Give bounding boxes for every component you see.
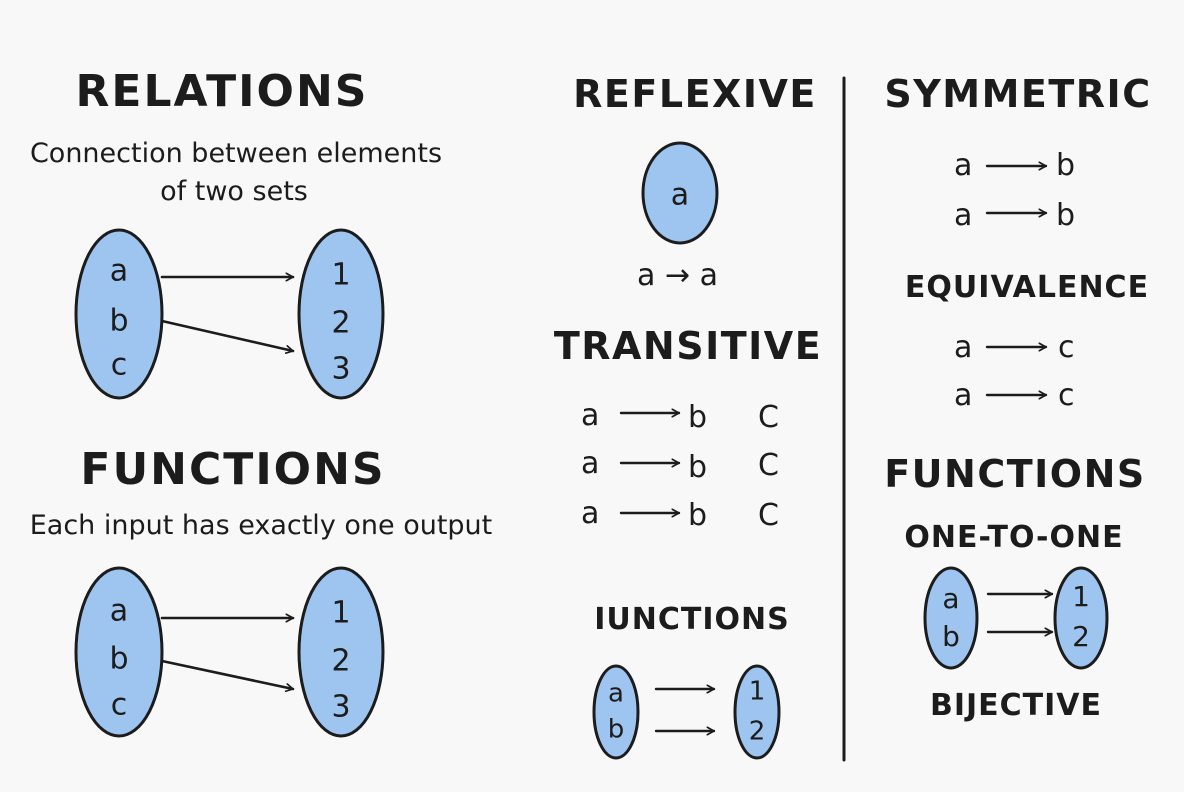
transitive-row-from: a [581,446,600,481]
relation-to: a [699,258,719,293]
codomain-element: 2 [749,717,766,747]
transitive-row-extra: C [758,498,779,533]
codomain-set-ellipse [297,228,385,400]
transitive-row-to: b [688,498,708,533]
symmetric-row-to: b [1056,148,1076,183]
codomain-element: 2 [1072,620,1090,653]
symmetric-title: SYMMETRIC [884,72,1152,116]
equivalence-title: EQUIVALENCE [904,270,1150,305]
equivalence-row-from: a [954,378,973,413]
one-to-one-subtitle: ONE-TO-ONE [904,520,1124,555]
domain-element: b [109,642,128,677]
codomain-element: 3 [331,690,350,725]
codomain-element: 1 [331,258,350,293]
codomain-element: 1 [1072,580,1090,613]
codomain-element: 3 [331,352,350,387]
functions-right-title: FUNCTIONS [884,452,1146,496]
transitive-row-extra: C [758,448,779,483]
relation-arrow [160,319,295,351]
domain-set-ellipse [74,228,164,400]
equivalence-row-to: c [1058,378,1075,413]
codomain-element: 2 [331,306,350,341]
reflexive-relation: a → a [637,258,718,293]
codomain-element: 1 [749,677,766,707]
equivalence-row-to: c [1058,330,1075,365]
relations-description-line1: Connection between elements [29,138,443,169]
codomain-element: 2 [331,644,350,679]
iunctions-title: IUNCTIONS [594,602,790,637]
domain-element: c [111,348,128,383]
codomain-element: 1 [331,596,350,631]
relations-title: RELATIONS [75,66,369,117]
arrow-icon: → [664,258,691,293]
functions-description: Each input has exactly one output [29,510,493,541]
domain-element: b [109,304,128,339]
symmetric-row-from: a [954,198,973,233]
domain-set-ellipse [592,664,640,760]
reflexive-element-ellipse [641,141,719,245]
reflexive-element: a [671,178,689,213]
domain-element: a [110,594,128,629]
domain-set-ellipse [923,566,979,670]
function-arrow [160,659,295,689]
domain-element: a [110,254,128,289]
transitive-title: TRANSITIVE [553,324,823,368]
domain-set-ellipse [74,566,164,738]
domain-element: c [111,688,128,723]
bijective-label: BIJECTIVE [929,688,1103,723]
domain-element: a [608,679,624,709]
domain-element: b [942,620,960,653]
transitive-row-from: a [581,398,600,433]
equivalence-row-from: a [954,330,973,365]
codomain-set-ellipse [297,566,385,738]
transitive-row-to: b [688,400,708,435]
symmetric-row-to: b [1056,198,1076,233]
transitive-row-extra: C [758,400,779,435]
domain-element: b [608,715,625,745]
transitive-row-to: b [688,450,708,485]
transitive-row-from: a [581,496,600,531]
domain-element: a [942,582,959,615]
relations-description-line2: of two sets [160,176,308,207]
relation-from: a [637,258,656,293]
codomain-set-ellipse [733,664,781,760]
reflexive-title: REFLEXIVE [573,72,817,116]
symmetric-row-from: a [954,148,973,183]
codomain-set-ellipse [1053,566,1109,670]
functions-title: FUNCTIONS [80,444,386,495]
